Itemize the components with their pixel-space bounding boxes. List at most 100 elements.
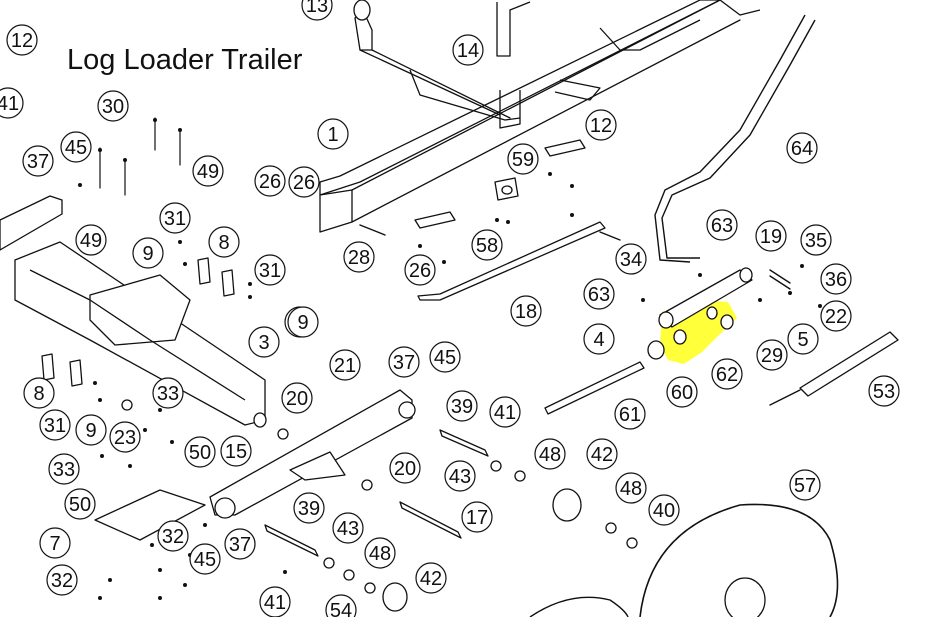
- tire-57: [639, 503, 839, 617]
- callout-48: 48: [534, 438, 566, 470]
- callout-number: 18: [515, 301, 537, 323]
- callout-bubble: [666, 376, 698, 408]
- callout-bubble: [208, 226, 240, 258]
- callout-number: 49: [197, 161, 219, 183]
- callout-1: 1: [317, 118, 349, 150]
- callout-bubble: [301, 0, 333, 21]
- leader-dot: [788, 291, 792, 295]
- callout-23: 23: [109, 421, 141, 453]
- callout-31: 31: [159, 202, 191, 234]
- washer-29: [720, 314, 734, 330]
- leader-dot: [128, 464, 132, 468]
- callout-bubble: [6, 24, 38, 56]
- callout-number: 62: [716, 364, 738, 386]
- washer: [514, 470, 526, 482]
- callout-45: 45: [189, 543, 221, 575]
- callout-41: 41: [489, 396, 521, 428]
- callout-number: 33: [53, 459, 75, 481]
- callout-number: 45: [434, 347, 456, 369]
- leader-dot: [78, 183, 82, 187]
- callout-43: 43: [444, 460, 476, 492]
- callout-number: 20: [394, 458, 416, 480]
- callout-number: 60: [671, 382, 693, 404]
- cylinder-53: [799, 331, 899, 397]
- callout-number: 17: [466, 507, 488, 529]
- hydraulic-hose: [654, 14, 806, 263]
- cylinder-53-rod: [769, 389, 801, 406]
- callout-bubble: [39, 409, 71, 441]
- callout-bubble: [64, 488, 96, 520]
- callout-4: 4: [583, 323, 615, 355]
- frame-upper-rail: [599, 19, 701, 51]
- callout-bubble: [615, 472, 647, 504]
- washer: [626, 537, 638, 549]
- washer: [277, 428, 289, 440]
- callout-37: 37: [224, 528, 256, 560]
- callout-37: 37: [22, 145, 54, 177]
- callout-9: 9: [75, 414, 107, 446]
- callout-bubble: [325, 594, 357, 617]
- callout-bubble: [224, 528, 256, 560]
- callout-number: 12: [590, 115, 612, 137]
- callout-number: 63: [711, 215, 733, 237]
- callout-number: 12: [11, 30, 33, 52]
- callout-number: 32: [51, 570, 73, 592]
- cylinder-end: [658, 311, 674, 329]
- tire-57-rear: [529, 596, 629, 617]
- callout-15: 15: [220, 435, 252, 467]
- callout-33: 33: [152, 377, 184, 409]
- callout-26: 26: [404, 254, 436, 286]
- callout-number: 14: [457, 40, 479, 62]
- callout-number: 58: [476, 235, 498, 257]
- callout-bubble: [152, 377, 184, 409]
- callout-number: 34: [620, 249, 642, 271]
- callout-bubble: [288, 166, 320, 198]
- washer: [121, 399, 133, 411]
- leader-dot: [183, 583, 187, 587]
- callout-number: 3: [258, 332, 269, 354]
- leader-dot: [570, 184, 574, 188]
- callout-bubble: [132, 237, 164, 269]
- callout-number: 5: [797, 329, 808, 351]
- callout-bubble: [868, 375, 900, 407]
- callout-20: 20: [389, 452, 421, 484]
- leader-dot: [203, 523, 207, 527]
- callout-36: 36: [820, 263, 852, 295]
- callout-bubble: [254, 165, 286, 197]
- callout-bubble: [820, 300, 852, 332]
- callout-number: 21: [334, 355, 356, 377]
- callout-number: 39: [451, 396, 473, 418]
- callout-49: 49: [192, 155, 224, 187]
- callout-64: 64: [786, 132, 818, 164]
- leader-dot: [150, 543, 154, 547]
- callout-60: 60: [666, 376, 698, 408]
- callout-31: 31: [39, 409, 71, 441]
- callout-number: 43: [337, 518, 359, 540]
- frame-plate-3: [89, 274, 191, 346]
- callout-39: 39: [293, 492, 325, 524]
- callout-number: 37: [229, 534, 251, 556]
- callout-26: 26: [254, 165, 286, 197]
- callout-number: 7: [49, 533, 60, 555]
- callout-number: 31: [44, 415, 66, 437]
- rod-18: [417, 221, 606, 301]
- leader-dot: [800, 264, 804, 268]
- leader-dot: [183, 262, 187, 266]
- callout-41: 41: [259, 586, 291, 617]
- leader-dot: [158, 408, 162, 412]
- callout-3: 3: [248, 326, 280, 358]
- callout-bubble: [287, 306, 319, 338]
- frame-3-edge: [29, 269, 246, 401]
- callout-bubble: [343, 241, 375, 273]
- leader-dot: [641, 298, 645, 302]
- callout-45: 45: [60, 131, 92, 163]
- callout-number: 42: [420, 568, 442, 590]
- callout-bubble: [510, 295, 542, 327]
- callout-bubble: [60, 131, 92, 163]
- arm-15-eye: [214, 497, 236, 519]
- spacer-8: [197, 257, 211, 285]
- callout-number: 48: [369, 543, 391, 565]
- callout-33: 33: [48, 453, 80, 485]
- callout-number: 54: [330, 600, 352, 617]
- hub-42: [552, 488, 582, 522]
